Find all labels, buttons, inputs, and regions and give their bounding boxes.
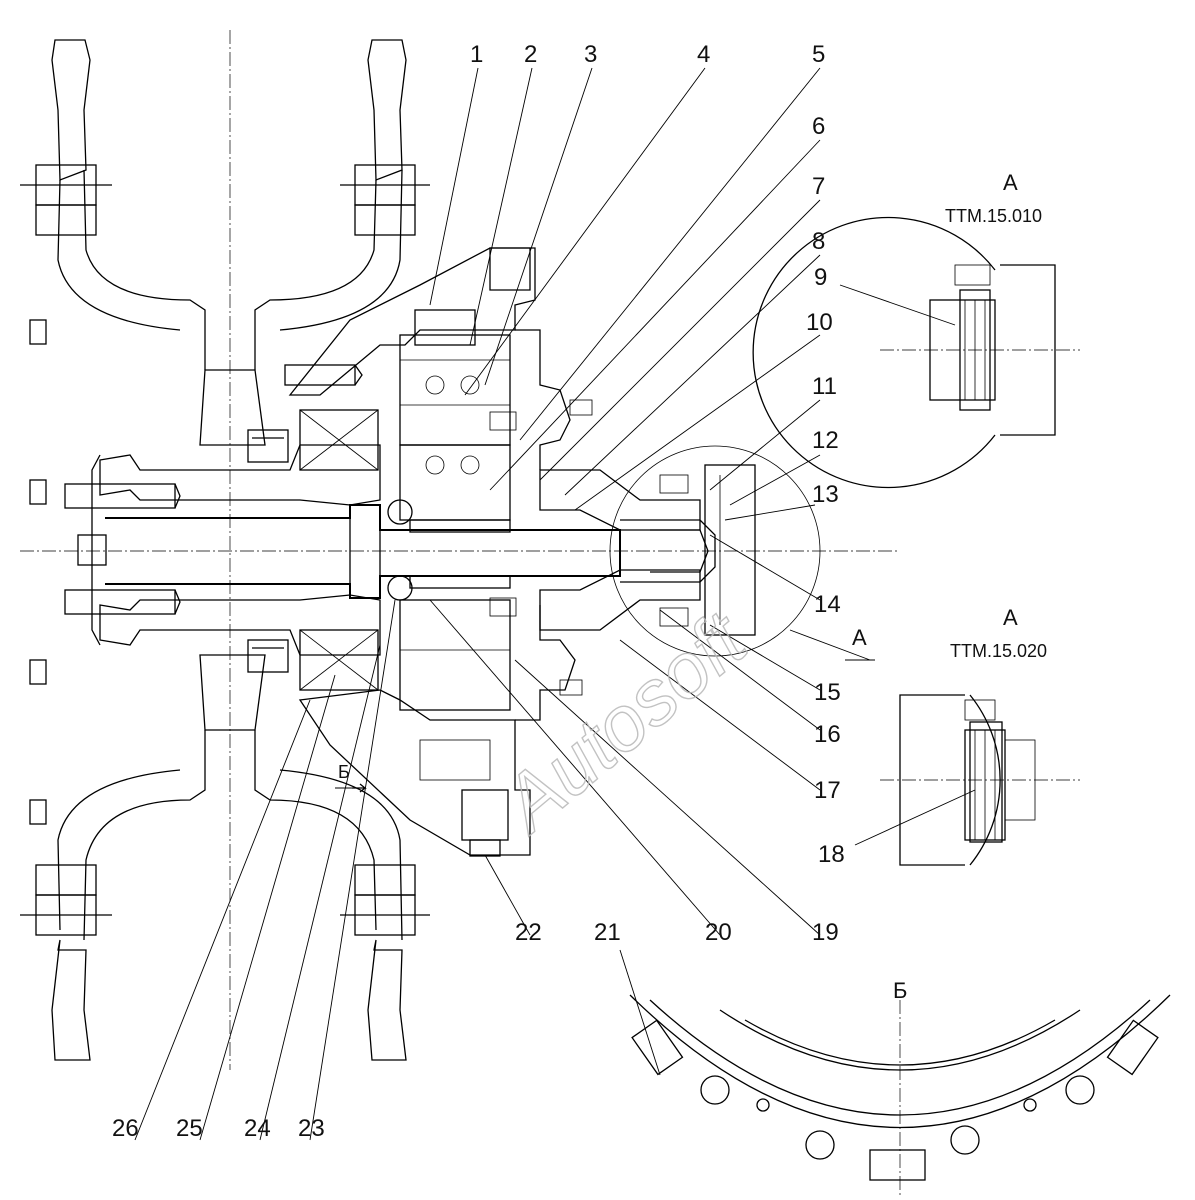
callout-25: 25 [176, 1115, 203, 1142]
callout-7: 7 [812, 173, 825, 200]
hub-axle [20, 369, 900, 731]
callout-1: 1 [470, 41, 483, 68]
detail-a-bottom-code: ТТМ.15.020 [950, 641, 1047, 661]
callout-4: 4 [697, 41, 710, 68]
callout-26: 26 [112, 1115, 139, 1142]
callout-16: 16 [814, 721, 841, 748]
leader-lines [134, 67, 976, 1141]
detail-a-top-code: ТТМ.15.010 [945, 206, 1042, 226]
view-headings: А ТТМ.15.010 А ТТМ.15.020 Б А Б [338, 170, 1047, 1003]
section-b-letter: Б [893, 978, 907, 1003]
watermark-text: Autosoft [483, 594, 764, 850]
wheel-discs [20, 30, 430, 1070]
section-a-mark: А [852, 625, 867, 650]
callout-6: 6 [812, 113, 825, 140]
callout-20: 20 [705, 919, 732, 946]
section-b-mark: Б [338, 762, 350, 782]
callout-9: 9 [814, 264, 827, 291]
callout-21: 21 [594, 919, 621, 946]
callout-13: 13 [812, 481, 839, 508]
callout-14: 14 [814, 591, 841, 618]
section-b-view [629, 994, 1171, 1195]
callout-3: 3 [584, 41, 597, 68]
detail-a-top-letter: А [1003, 170, 1018, 195]
callout-23: 23 [298, 1115, 325, 1142]
callout-10: 10 [806, 309, 833, 336]
callout-12: 12 [812, 427, 839, 454]
callout-19: 19 [812, 919, 839, 946]
callout-8: 8 [812, 228, 825, 255]
detail-a-bottom [880, 694, 1080, 866]
detail-a-bottom-letter: А [1003, 605, 1018, 630]
callout-17: 17 [814, 777, 841, 804]
callout-22: 22 [515, 919, 542, 946]
callout-5: 5 [812, 41, 825, 68]
callout-2: 2 [524, 41, 537, 68]
callout-numbers: 1 2 3 4 5 6 7 8 9 10 11 12 13 14 15 16 1… [112, 41, 845, 1142]
callout-18: 18 [818, 841, 845, 868]
detail-a-top [752, 216, 1080, 489]
callout-15: 15 [814, 679, 841, 706]
callout-11: 11 [812, 373, 837, 400]
final-drive-housing [284, 247, 821, 857]
callout-24: 24 [244, 1115, 271, 1142]
